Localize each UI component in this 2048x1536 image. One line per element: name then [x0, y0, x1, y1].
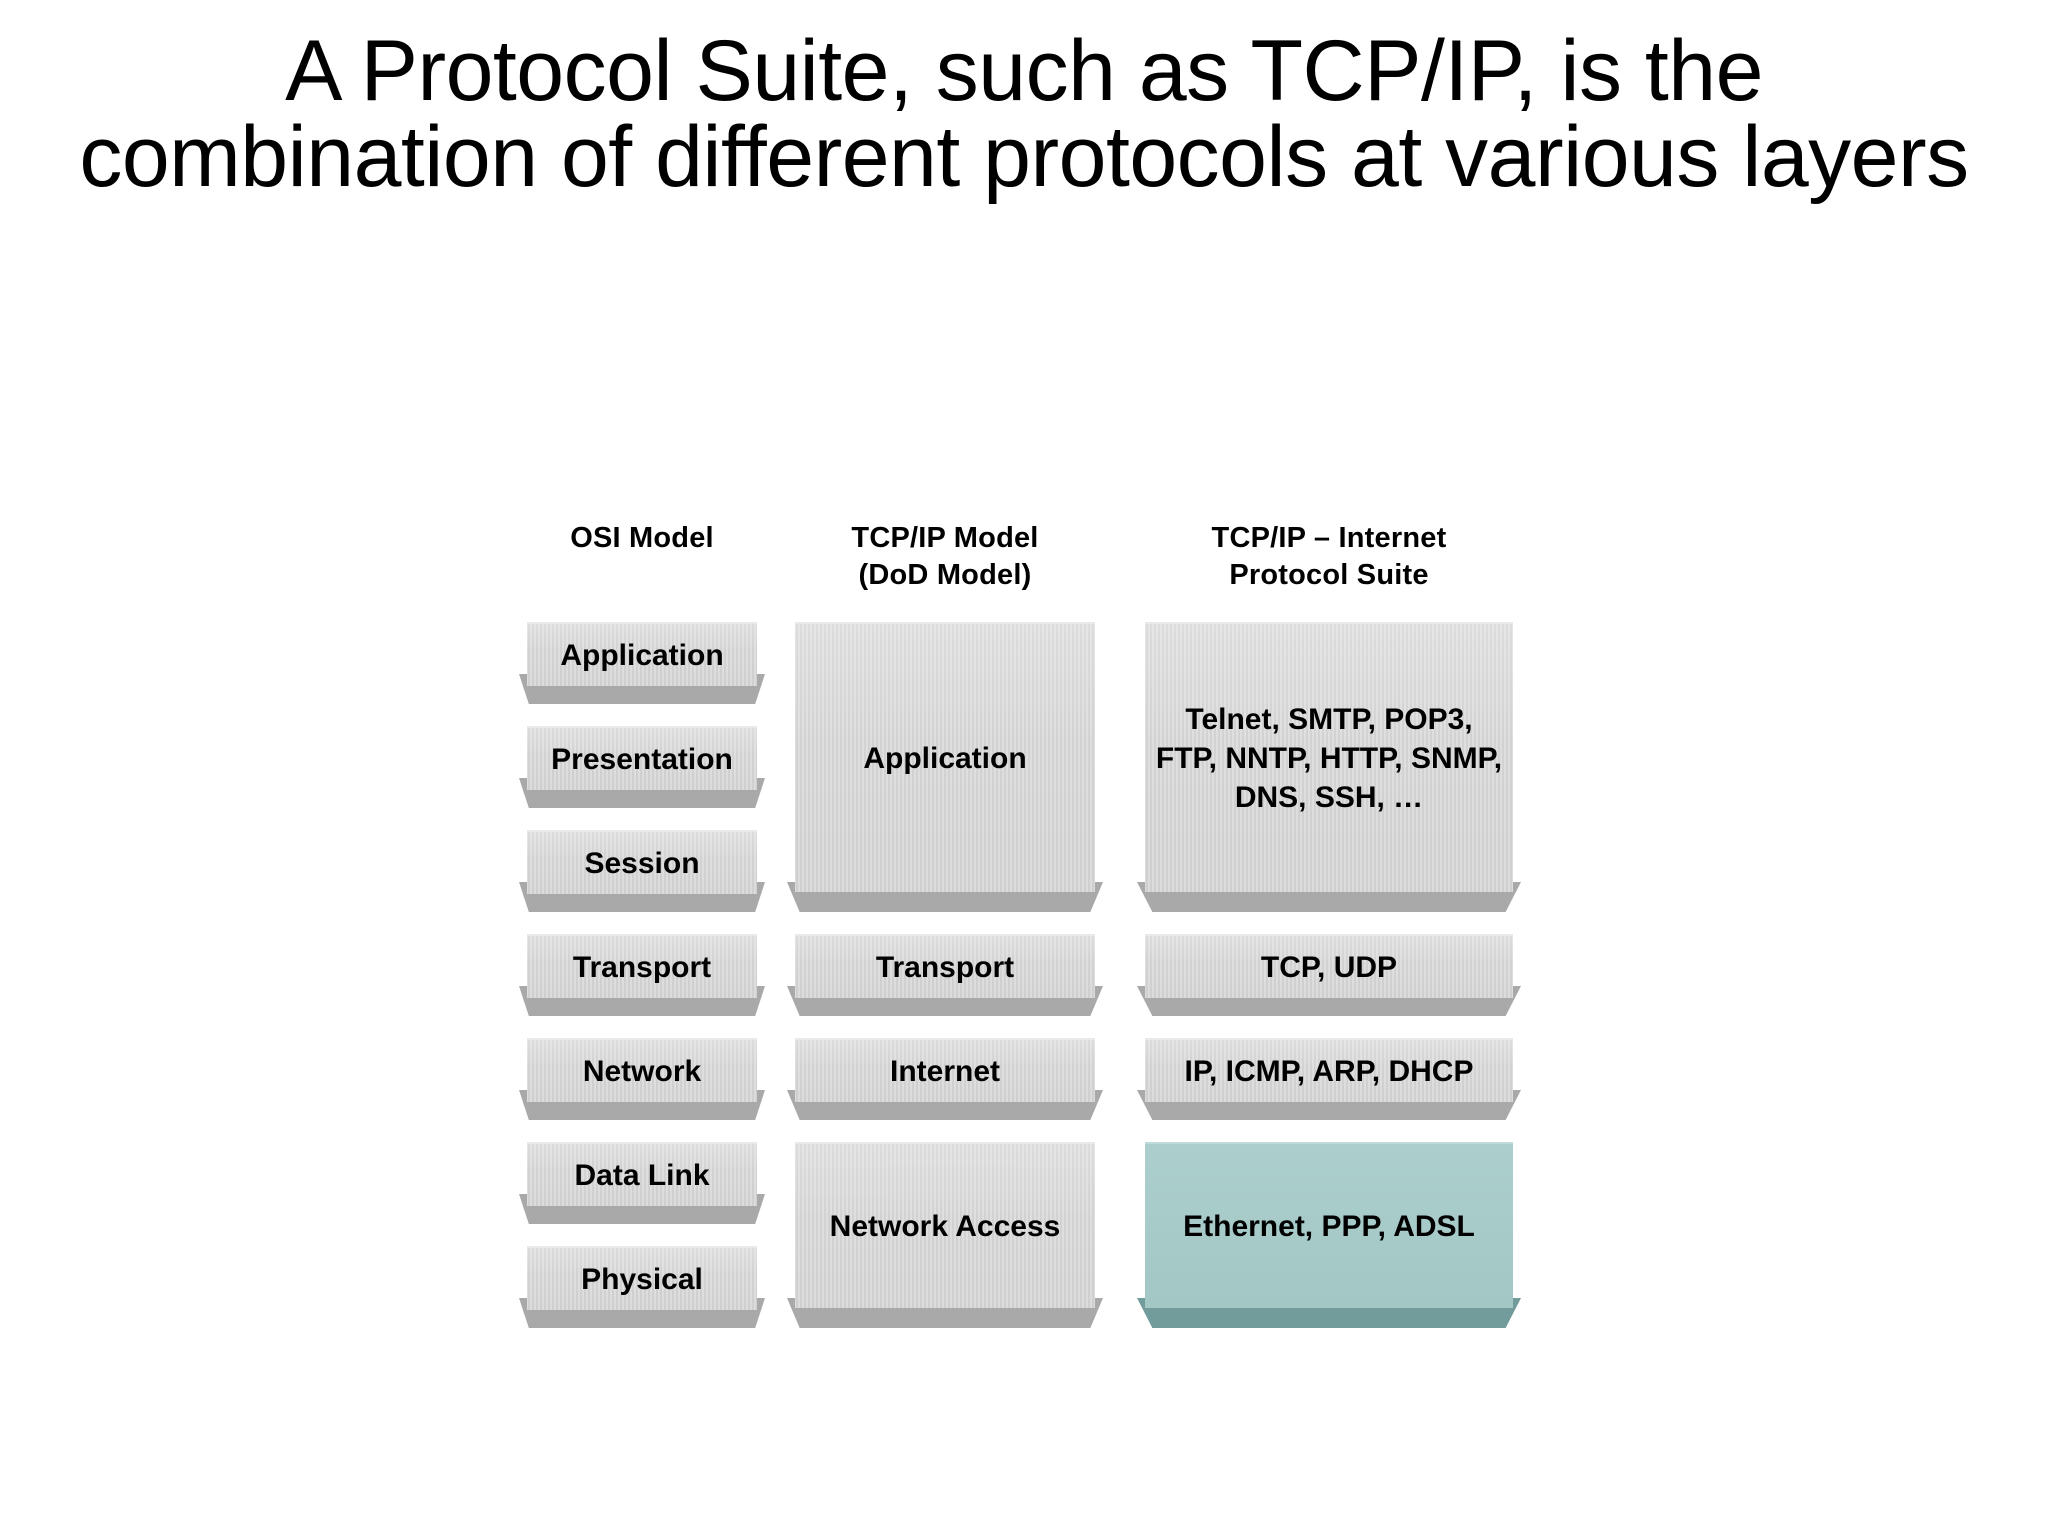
osi-layer-application-label: Application: [527, 622, 757, 686]
protocols-transport-label: TCP, UDP: [1145, 934, 1513, 998]
tcpip-layer-transport-label: Transport: [795, 934, 1095, 998]
column-header-tcpip-suite-line2: Protocol Suite: [1229, 559, 1429, 592]
tcpip-layer-transport[interactable]: Transport: [787, 934, 1103, 1016]
osi-layer-application[interactable]: Application: [519, 622, 765, 704]
osi-layer-session-label: Session: [527, 830, 757, 894]
protocols-application-label: Telnet, SMTP, POP3, FTP, NNTP, HTTP, SNM…: [1145, 622, 1513, 892]
osi-layer-presentation[interactable]: Presentation: [519, 726, 765, 808]
tcpip-layer-internet[interactable]: Internet: [787, 1038, 1103, 1120]
column-header-tcpip-suite: TCP/IP – Internet Protocol Suite: [1145, 520, 1513, 594]
tcpip-layer-application-label: Application: [795, 622, 1095, 892]
column-header-tcpip-model-line1: TCP/IP Model: [851, 522, 1039, 554]
protocols-internet-label: IP, ICMP, ARP, DHCP: [1145, 1038, 1513, 1102]
protocols-application[interactable]: Telnet, SMTP, POP3, FTP, NNTP, HTTP, SNM…: [1137, 622, 1521, 912]
osi-layer-session[interactable]: Session: [519, 830, 765, 912]
tcpip-layer-internet-label: Internet: [795, 1038, 1095, 1102]
osi-layer-transport-label: Transport: [527, 934, 757, 998]
tcpip-layer-network-access-label: Network Access: [795, 1142, 1095, 1308]
osi-layer-physical[interactable]: Physical: [519, 1246, 765, 1328]
protocols-internet[interactable]: IP, ICMP, ARP, DHCP: [1137, 1038, 1521, 1120]
osi-layer-presentation-label: Presentation: [527, 726, 757, 790]
column-header-tcpip-suite-line1: TCP/IP – Internet: [1211, 522, 1447, 554]
protocols-transport[interactable]: TCP, UDP: [1137, 934, 1521, 1016]
osi-layer-data-link[interactable]: Data Link: [519, 1142, 765, 1224]
column-header-osi-line1: OSI Model: [570, 522, 714, 554]
protocols-network-access[interactable]: Ethernet, PPP, ADSL: [1137, 1142, 1521, 1328]
page-title: A Protocol Suite, such as TCP/IP, is the…: [79, 23, 1969, 205]
column-header-tcpip-model-line2: (DoD Model): [858, 559, 1032, 592]
column-header-osi: OSI Model: [527, 520, 757, 557]
tcpip-layer-application[interactable]: Application: [787, 622, 1103, 912]
osi-layer-physical-label: Physical: [527, 1246, 757, 1310]
osi-layer-network-label: Network: [527, 1038, 757, 1102]
column-header-tcpip-model: TCP/IP Model (DoD Model): [795, 520, 1095, 594]
osi-layer-transport[interactable]: Transport: [519, 934, 765, 1016]
tcpip-layer-network-access[interactable]: Network Access: [787, 1142, 1103, 1328]
protocols-network-access-label: Ethernet, PPP, ADSL: [1145, 1142, 1513, 1308]
osi-layer-network[interactable]: Network: [519, 1038, 765, 1120]
osi-layer-data-link-label: Data Link: [527, 1142, 757, 1206]
